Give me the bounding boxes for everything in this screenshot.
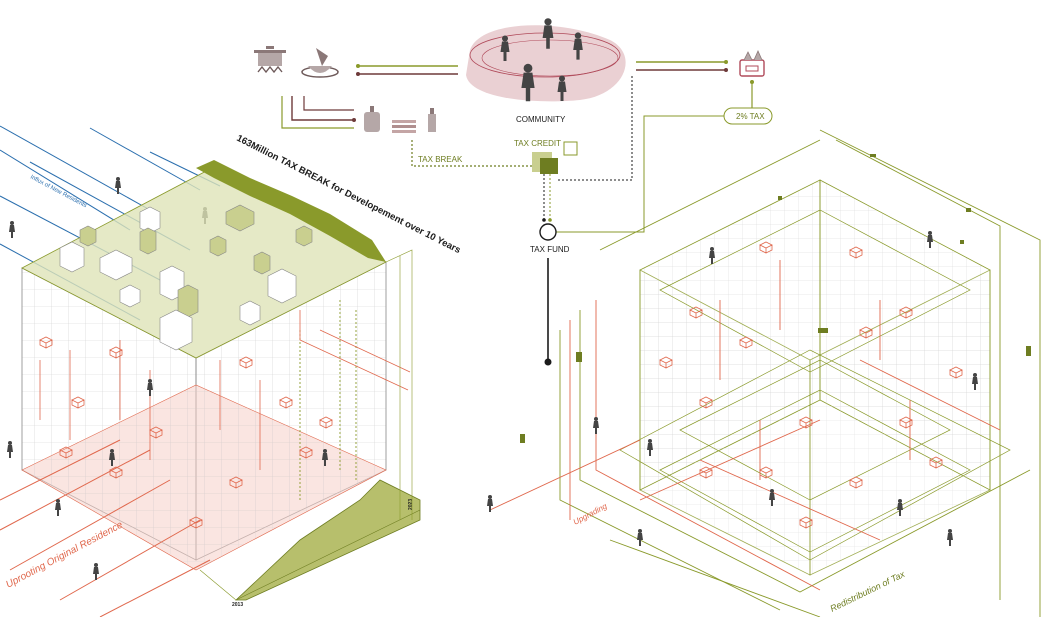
uprooting-label: Uprooting Original Residence: [4, 519, 125, 590]
redistribution-label: Redistribution of Tax: [828, 569, 906, 614]
tax-fund-label: TAX FUND: [530, 245, 570, 254]
right-cube: Upgrading Redistribution of Tax: [487, 129, 1041, 617]
cooking-pot-icon: [254, 46, 286, 74]
tax-fund-node: [539, 223, 557, 241]
tax-break-label: TAX BREAK: [418, 155, 463, 164]
left-cube: Influx of New Residents: [0, 125, 462, 617]
grinder-bowl-icon: [301, 48, 339, 78]
grocery-basket-icon: [739, 50, 765, 77]
bread-board-icon: [364, 106, 380, 132]
two-pct-tax-label: 2% TAX: [736, 112, 765, 121]
tax-credit-label: TAX CREDIT: [514, 139, 561, 148]
left-cube-buildings: [59, 204, 313, 351]
left-cube-ridge: [196, 160, 386, 262]
tax-credit-box-outline: [563, 141, 578, 156]
bottle-icon: [428, 108, 436, 132]
influx-label: Influx of New Residents: [29, 174, 87, 209]
plates-icon: [392, 120, 416, 133]
year-start-label: 2013: [232, 602, 243, 608]
year-end-label: 2023: [408, 499, 414, 510]
community-label: COMMUNITY: [516, 115, 566, 124]
tax-credit-box: [540, 158, 558, 174]
upgrading-label: Upgrading: [572, 501, 609, 527]
flow-diagram: COMMUNITY: [254, 18, 773, 366]
